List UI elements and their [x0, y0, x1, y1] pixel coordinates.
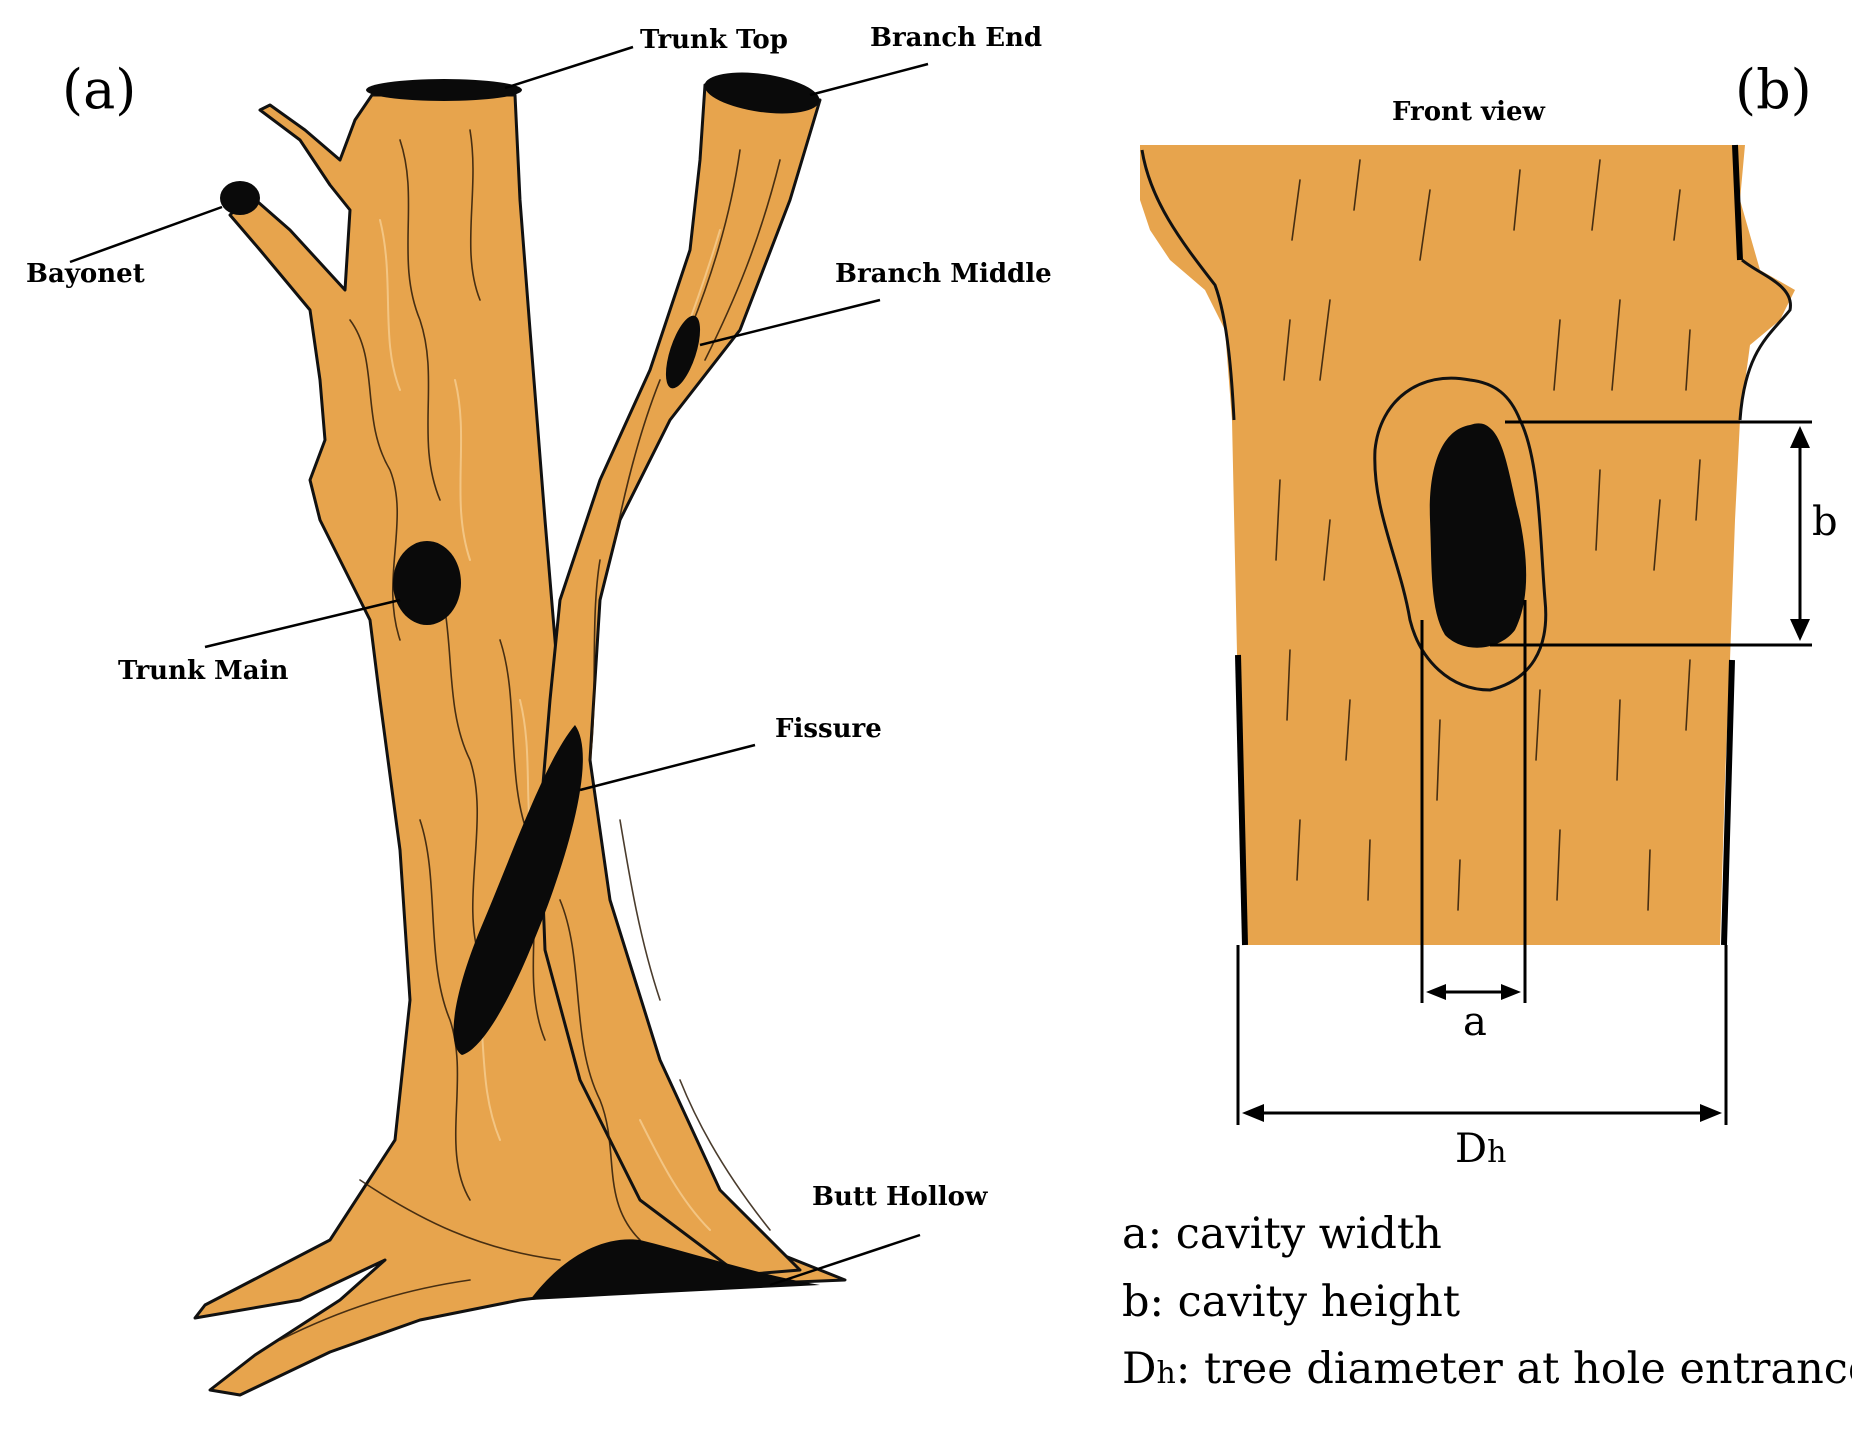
fissure-hole — [453, 725, 583, 1055]
legend-item-b: b: cavity height — [1122, 1277, 1460, 1327]
wood-grain — [279, 129, 781, 1341]
cavity-rim — [1373, 376, 1548, 692]
branch-right — [538, 83, 822, 1277]
panel-a-tag: (a) — [62, 58, 136, 121]
section-grain — [1275, 159, 1701, 911]
label-bayonet: Bayonet — [26, 259, 145, 289]
panel-b-tag: (b) — [1735, 58, 1812, 121]
dim-b-arrow-bottom — [1790, 619, 1810, 641]
legend-item-dh: Dh: tree diameter at hole entrance — [1122, 1344, 1852, 1394]
dim-dh-arrow-right — [1700, 1104, 1722, 1122]
leader-trunk-main — [204, 598, 401, 649]
legend: a: cavity width b: cavity height Dh: tre… — [1122, 1209, 1852, 1394]
label-branch-middle: Branch Middle — [835, 259, 1052, 289]
trunk-top-opening — [366, 79, 522, 101]
cavity-hole — [1429, 423, 1527, 648]
branch-end-opening — [704, 72, 820, 114]
dim-dh-arrow-left — [1242, 1104, 1264, 1122]
panel-a: (a) — [26, 23, 1052, 1397]
bark-edge-upper-right — [1738, 258, 1792, 421]
tree-illustration — [193, 72, 847, 1397]
leader-branch-middle — [699, 298, 881, 347]
leader-branch-end — [809, 62, 929, 97]
bark-edge-left — [1235, 654, 1248, 946]
panel-b-subtitle: Front view — [1392, 97, 1546, 127]
leader-fissure — [579, 743, 756, 792]
label-fissure: Fissure — [775, 714, 882, 744]
dim-a-arrow-right — [1501, 984, 1521, 1000]
leader-bayonet — [69, 205, 223, 264]
label-trunk-main: Trunk Main — [118, 656, 289, 686]
legend-item-a: a: cavity width — [1122, 1209, 1442, 1259]
label-butt-hollow: Butt Hollow — [812, 1182, 988, 1212]
leader-trunk-top — [504, 45, 634, 90]
dim-b-label: b — [1812, 499, 1838, 545]
branch-middle-hole — [665, 315, 701, 389]
leader-butt-hollow — [769, 1233, 921, 1287]
label-branch-end: Branch End — [870, 23, 1042, 53]
bark-edge-upper-left — [1140, 149, 1236, 421]
trunk-main-hole — [393, 541, 461, 625]
dim-a-arrow-left — [1426, 984, 1446, 1000]
bayonet-opening — [220, 181, 260, 215]
dim-a-label: a — [1463, 999, 1487, 1045]
butt-hollow-hole — [530, 1239, 820, 1300]
dim-b-arrow-top — [1790, 426, 1810, 448]
bark-edge-right — [1721, 144, 1743, 946]
dim-dh-label: Dh — [1455, 1126, 1506, 1172]
label-trunk-top: Trunk Top — [640, 25, 788, 55]
panel-b: (b) Front view b a — [1122, 58, 1852, 1394]
